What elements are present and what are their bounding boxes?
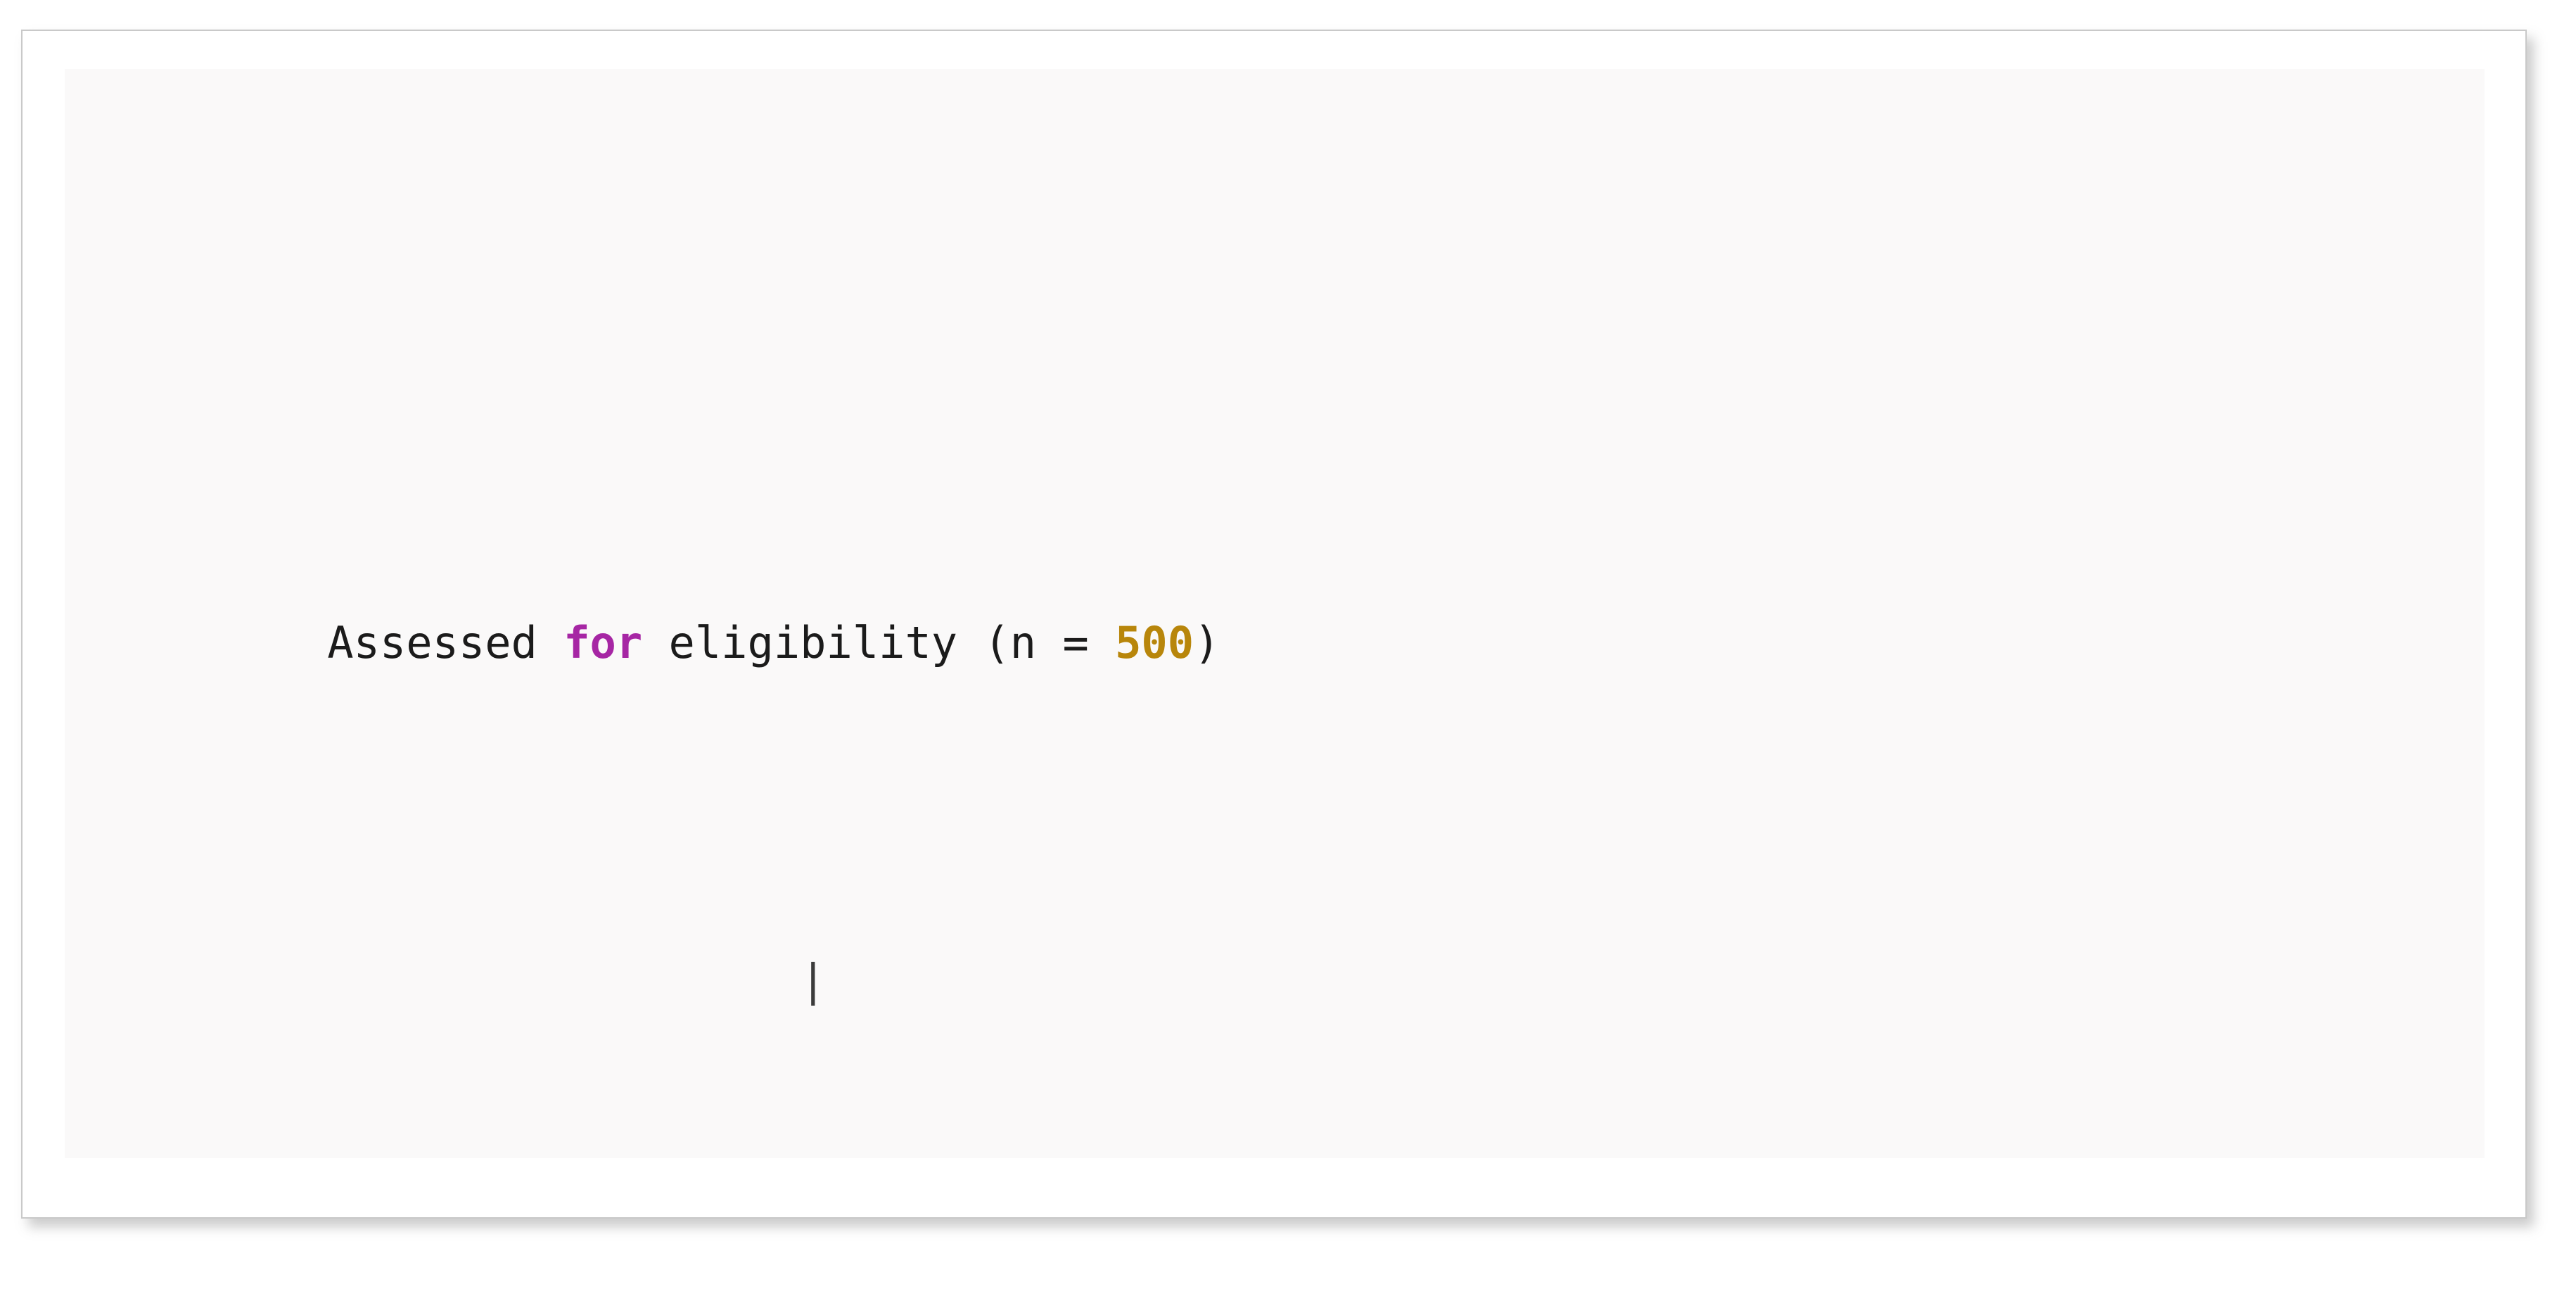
top-spacer [65, 339, 2485, 407]
assessed-keyword-for: for [563, 617, 643, 668]
code-surface: Assessed for eligibility (n = 500) | - -… [65, 69, 2485, 1296]
rule-top-dashed: - - - - - - - - - - - - - - - - - - - - … [65, 1285, 2485, 1296]
flow-diagram-text: Assessed for eligibility (n = 500) | - -… [65, 69, 2485, 1296]
connector-assessed: | [65, 955, 827, 1006]
assessed-middle: eligibility (n = [642, 617, 1116, 668]
assessed-count: 500 [1115, 617, 1194, 668]
assessed-suffix: ) [1194, 617, 1220, 668]
diagram-card: Assessed for eligibility (n = 500) | - -… [21, 30, 2527, 1296]
row-assessed: Assessed for eligibility (n = 500) [65, 609, 2485, 677]
assessed-prefix: Assessed [65, 617, 564, 668]
